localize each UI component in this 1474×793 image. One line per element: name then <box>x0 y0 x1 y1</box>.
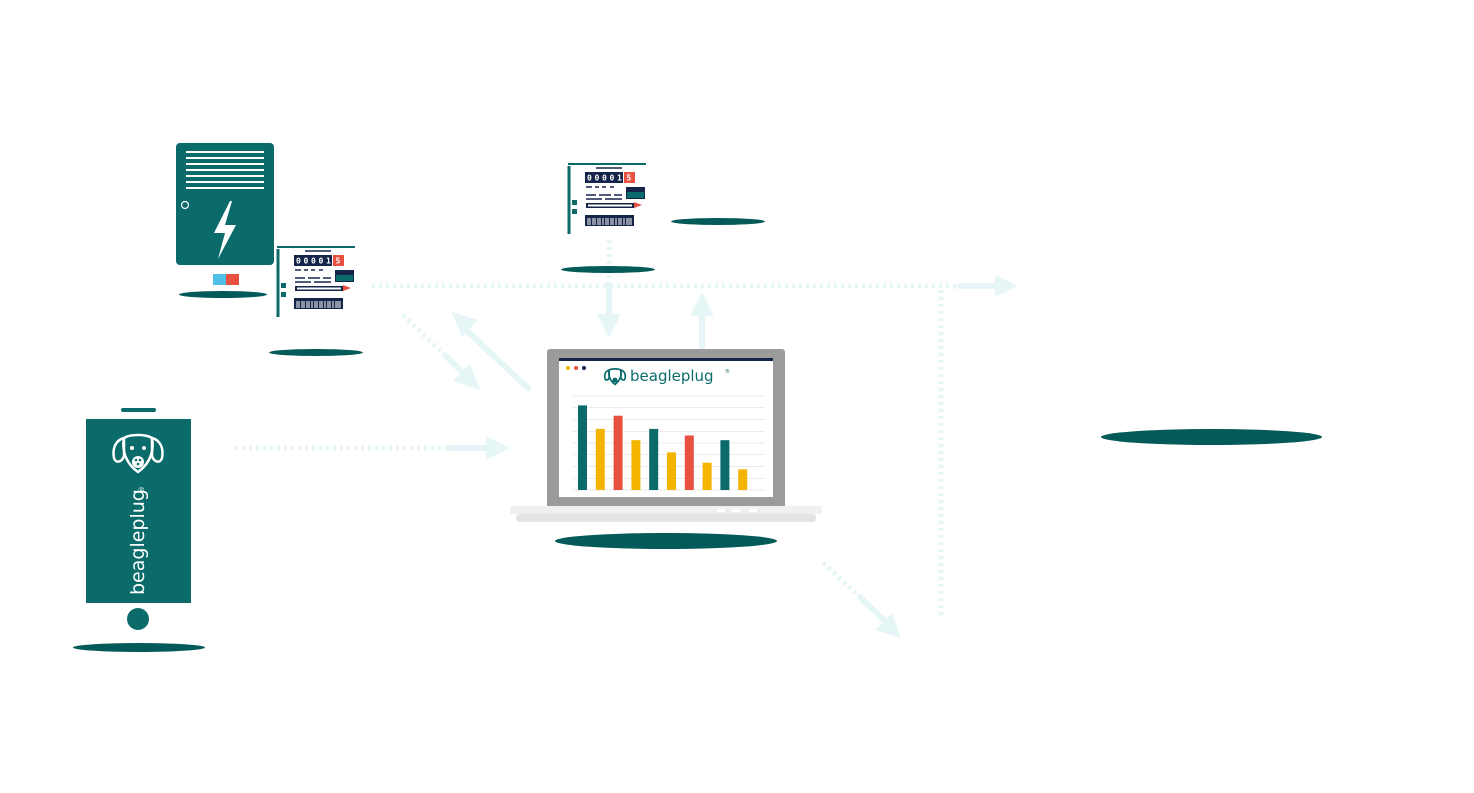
shadow-laptop <box>555 533 777 549</box>
meter-digit: 0 <box>319 257 324 266</box>
energy-meter-left: 0 0 0 0 1 5 <box>276 246 355 317</box>
meter-digit: 0 <box>311 257 316 266</box>
meter-digit: 1 <box>326 257 331 266</box>
chart-bar <box>738 469 748 490</box>
lightning-bolt-icon <box>214 201 236 259</box>
shadow-power-unit <box>179 291 267 298</box>
chart-bar <box>684 435 694 490</box>
screen-top-bar <box>559 358 773 361</box>
chart-bar <box>667 452 676 490</box>
meter-digit: 0 <box>602 174 607 183</box>
dotted-line-bottom <box>821 561 862 599</box>
chart-bar <box>631 440 641 490</box>
meter-digit: 0 <box>595 174 600 183</box>
chart-bar <box>578 405 587 490</box>
mobile-phone: beagleplug ® <box>86 408 191 630</box>
shadow-meter-top <box>561 266 655 273</box>
meter-digit: 1 <box>617 174 622 183</box>
chart-bar <box>613 415 623 490</box>
laptop: beagleplug ® <box>510 348 822 524</box>
power-unit <box>176 143 274 285</box>
screen-brand-text: beagleplug <box>630 367 714 385</box>
laptop-screen: beagleplug ® <box>559 358 773 497</box>
chart-bar <box>595 428 605 490</box>
power-button-icon <box>180 200 190 210</box>
shadow-meter-left <box>269 349 363 356</box>
chart-bar <box>720 440 730 490</box>
beagle-head-icon <box>603 368 627 386</box>
shadow-right <box>1101 429 1322 445</box>
bar-chart <box>573 395 765 491</box>
shadow-mobile <box>73 643 205 652</box>
meter-red-digit: 5 <box>336 257 341 266</box>
phone-brand-text: beagleplug <box>127 489 149 595</box>
beagle-head-icon <box>112 433 164 474</box>
meter-digit: 0 <box>304 257 309 266</box>
chart-bar <box>702 462 712 490</box>
energy-meter-top: 0 0 0 0 1 5 <box>567 163 646 234</box>
phone-brand-mark: ® <box>138 486 146 493</box>
phone-speaker <box>121 408 156 412</box>
window-controls-icon <box>566 366 586 370</box>
meter-digit: 0 <box>587 174 592 183</box>
meter-digit: 0 <box>610 174 615 183</box>
shadow-top-right <box>671 218 765 225</box>
screen-logo: beagleplug ® <box>603 367 730 386</box>
chart-bar <box>649 428 659 490</box>
meter-digit: 0 <box>296 257 301 266</box>
meter-red-digit: 5 <box>627 174 632 183</box>
dotted-line-diagonal <box>401 313 447 357</box>
phone-home-button[interactable] <box>127 608 149 630</box>
screen-brand-mark: ® <box>725 368 730 375</box>
